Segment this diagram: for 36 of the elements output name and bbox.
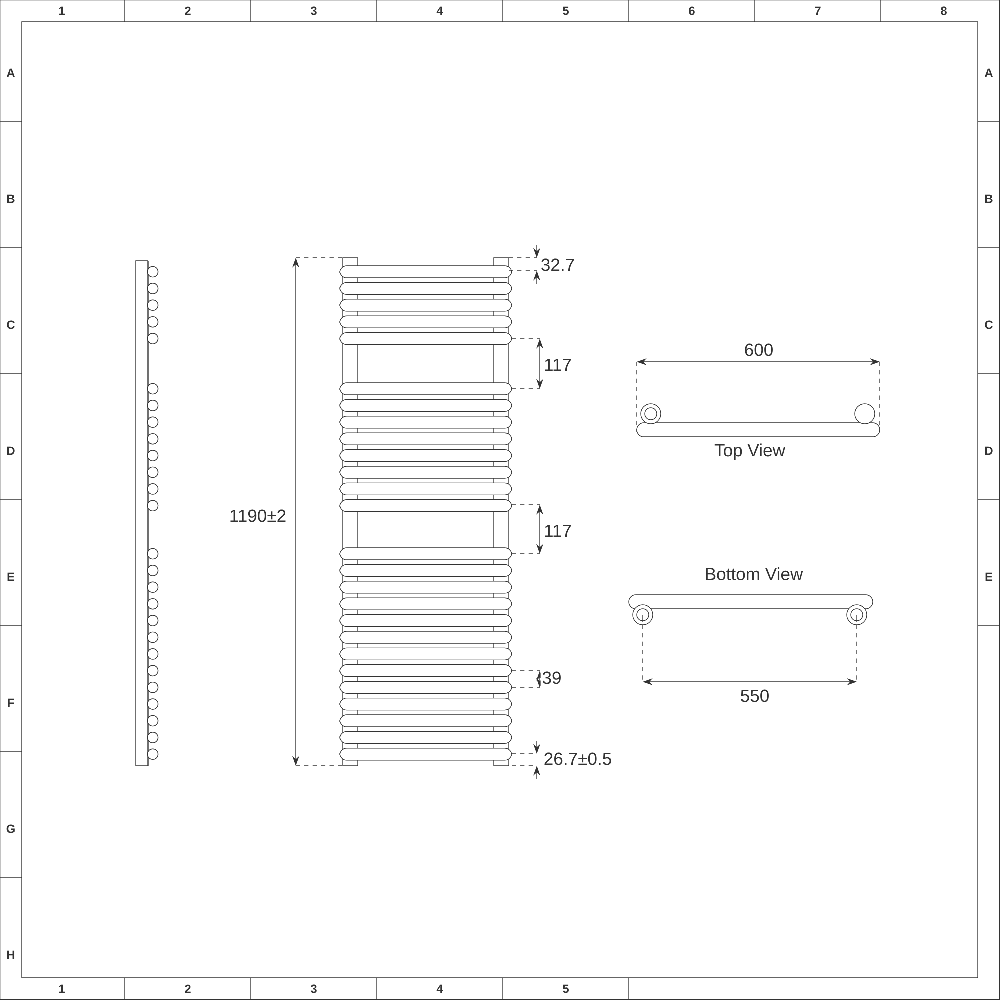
grid-label: E bbox=[8, 572, 14, 582]
dimension-label: 26.7±0.5 bbox=[542, 751, 614, 767]
dimension-label: 117 bbox=[542, 358, 574, 372]
grid-label: 2 bbox=[185, 6, 191, 16]
grid-label: 5 bbox=[563, 984, 569, 994]
grid-label: A bbox=[984, 68, 993, 78]
grid-label: 1 bbox=[59, 6, 65, 16]
dimension-label: 117 bbox=[542, 524, 574, 538]
grid-label: 3 bbox=[310, 984, 317, 994]
grid-label: 7 bbox=[815, 6, 821, 16]
grid-label: 4 bbox=[436, 6, 444, 16]
dimension-label: 600 bbox=[742, 342, 776, 358]
grid-label: F bbox=[8, 698, 14, 708]
grid-label: 3 bbox=[310, 6, 317, 16]
grid-label: 5 bbox=[563, 6, 569, 16]
grid-label: H bbox=[7, 950, 15, 960]
grid-label: C bbox=[7, 320, 15, 330]
grid-label: B bbox=[986, 194, 993, 204]
grid-label: 1 bbox=[59, 984, 65, 994]
dimension-label: 550 bbox=[738, 688, 772, 704]
grid-label: B bbox=[7, 194, 15, 204]
grid-label: 8 bbox=[941, 6, 947, 16]
grid-label: D bbox=[986, 446, 993, 456]
view-caption: Bottom View bbox=[706, 568, 804, 580]
dimension-label: 1190±2 bbox=[228, 508, 288, 524]
view-caption: Top View bbox=[714, 444, 786, 460]
grid-label: 2 bbox=[185, 984, 191, 994]
grid-label: A bbox=[6, 68, 15, 78]
grid-label: 6 bbox=[689, 6, 695, 16]
grid-label: C bbox=[985, 320, 993, 330]
grid-label: 4 bbox=[436, 984, 444, 994]
grid-label: E bbox=[986, 572, 993, 582]
dimension-label: 39 bbox=[540, 670, 564, 686]
grid-label: G bbox=[6, 824, 15, 834]
dimension-label: 32.7 bbox=[540, 257, 577, 273]
grid-label: D bbox=[7, 446, 15, 456]
